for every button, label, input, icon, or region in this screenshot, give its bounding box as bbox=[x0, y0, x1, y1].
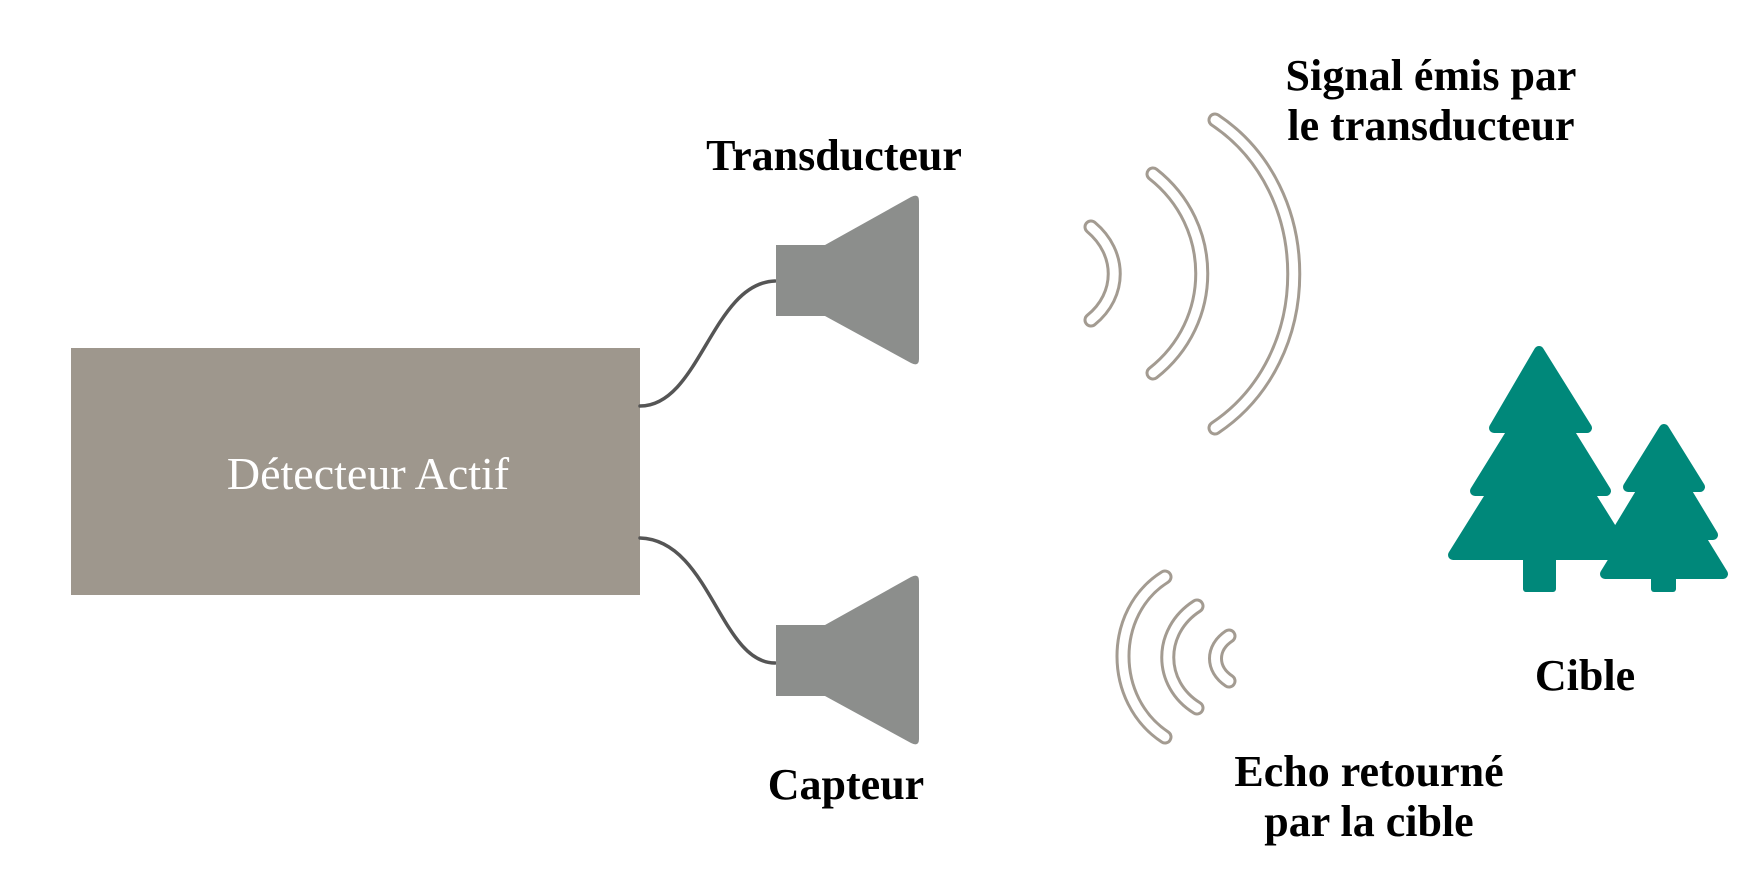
sensor-label: Capteur bbox=[768, 760, 924, 809]
echo-label-line2: par la cible bbox=[1264, 797, 1473, 846]
transducer-label: Transducteur bbox=[706, 131, 962, 180]
detector-box: Détecteur Actif bbox=[71, 348, 640, 595]
echo-wave-small bbox=[1208, 628, 1237, 689]
echo-label-line1: Echo retourné bbox=[1234, 747, 1503, 796]
signal-wave-large bbox=[1207, 112, 1302, 436]
signal-label-line2: le transducteur bbox=[1287, 101, 1574, 150]
sensor-wire bbox=[638, 536, 777, 665]
signal-label-line1: Signal émis par bbox=[1286, 51, 1577, 100]
speaker-icon bbox=[776, 575, 919, 745]
signal-wave-small bbox=[1083, 219, 1122, 328]
emitted-signal-waves bbox=[1083, 112, 1302, 436]
tree-small-canopy bbox=[1600, 424, 1728, 579]
sensor-speaker bbox=[776, 575, 919, 745]
echo-wave-large bbox=[1115, 569, 1173, 745]
transducer-wire bbox=[638, 279, 777, 408]
target-label: Cible bbox=[1535, 651, 1635, 700]
tree-small-trunk bbox=[1651, 566, 1676, 592]
tree-large-canopy bbox=[1448, 346, 1633, 560]
echo-waves bbox=[1115, 569, 1237, 745]
tree-small bbox=[1600, 424, 1728, 592]
tree-large-trunk bbox=[1523, 545, 1556, 592]
tree-large bbox=[1448, 346, 1633, 592]
transducer-speaker bbox=[776, 195, 919, 365]
signal-wave-medium bbox=[1145, 166, 1210, 381]
trees-icon bbox=[1448, 346, 1728, 592]
echo-wave-medium bbox=[1160, 598, 1205, 716]
detector-box-shape bbox=[71, 348, 640, 595]
detector-label: Détecteur Actif bbox=[227, 448, 510, 499]
speaker-icon bbox=[776, 195, 919, 365]
